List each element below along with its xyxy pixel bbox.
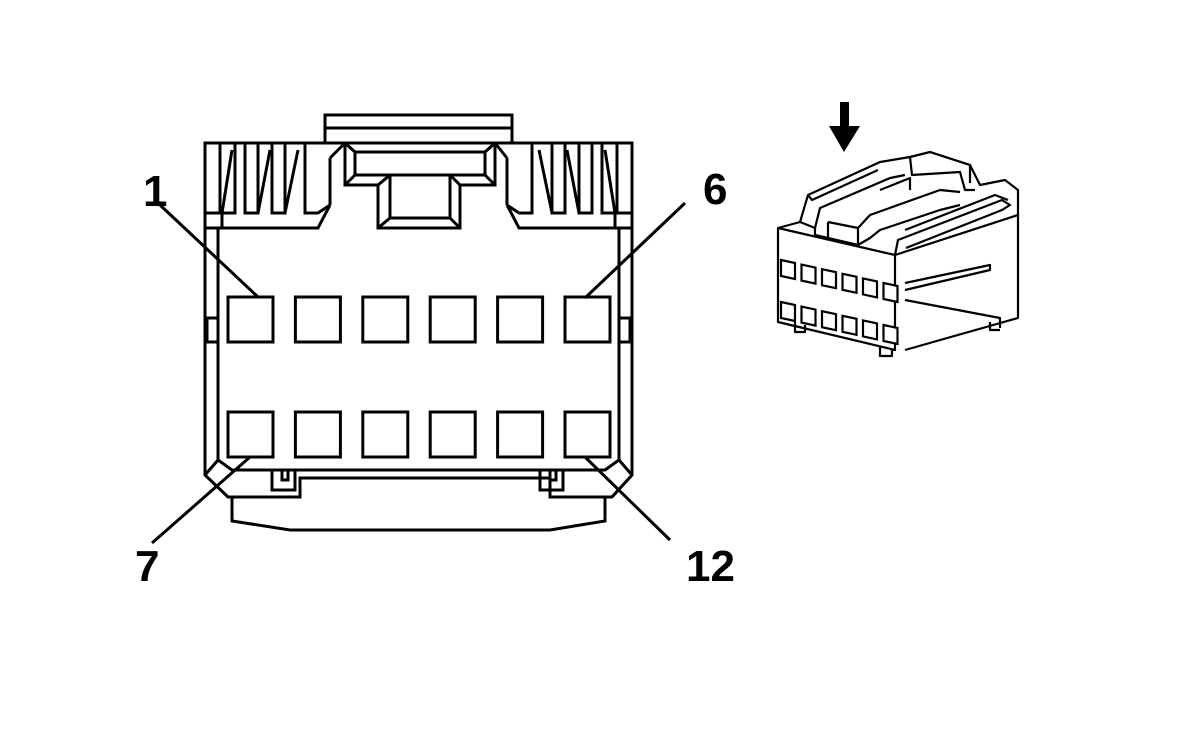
pin-cavity-2 [293,295,342,344]
iso-pin-cavity-4 [841,272,858,295]
iso-pin-cavity-12 [882,323,899,346]
leader-line-pin-6 [583,201,687,300]
pin-row-bottom [226,410,612,459]
right-latch-tabs [505,141,634,230]
pin-label-12: 12 [686,542,735,591]
pin-cavity-9 [361,410,410,459]
pin-cavity-5 [496,295,545,344]
pin-row-top [226,295,612,344]
iso-pin-cavity-9 [820,309,838,332]
iso-pin-cavity-5 [861,277,879,299]
pin-label-6: 6 [703,165,728,214]
leader-line-pin-1 [158,203,260,299]
housing-bottom-skirt [230,497,607,532]
pin-cavity-10 [428,410,477,459]
left-latch-tabs [203,141,332,230]
isometric-housing [776,150,1020,358]
iso-pin-cavity-2 [800,263,817,285]
pin-cavity-11 [496,410,545,459]
pin-cavity-7 [226,410,275,459]
leader-line-pin-7 [151,455,251,545]
lower-notches [203,459,634,492]
iso-pin-cavity-1 [779,258,797,281]
pin-cavity-4 [428,295,477,344]
pin-label-1: 1 [143,167,168,216]
iso-pin-cavity-10 [841,314,858,337]
top-latch [325,126,512,230]
left-key [205,316,220,344]
pin-cavity-6 [563,295,612,344]
pin-cavity-8 [293,410,342,459]
iso-pin-cavity-3 [820,267,838,290]
pin-cavity-1 [226,295,275,344]
iso-pin-row-top [779,258,899,304]
inner-cavity [216,228,621,472]
leader-line-pin-12 [583,455,672,542]
right-key [617,316,632,344]
iso-pin-cavity-6 [882,281,899,304]
iso-pin-row-bottom [779,300,899,346]
insertion-arrow-icon [829,102,860,152]
iso-pin-cavity-11 [861,319,879,341]
housing-outline [203,113,634,499]
pin-cavity-3 [361,295,410,344]
pin-cavity-12 [563,410,612,459]
iso-pin-cavity-8 [800,305,817,327]
pin-label-7: 7 [135,542,160,591]
iso-pin-cavity-7 [779,300,797,323]
